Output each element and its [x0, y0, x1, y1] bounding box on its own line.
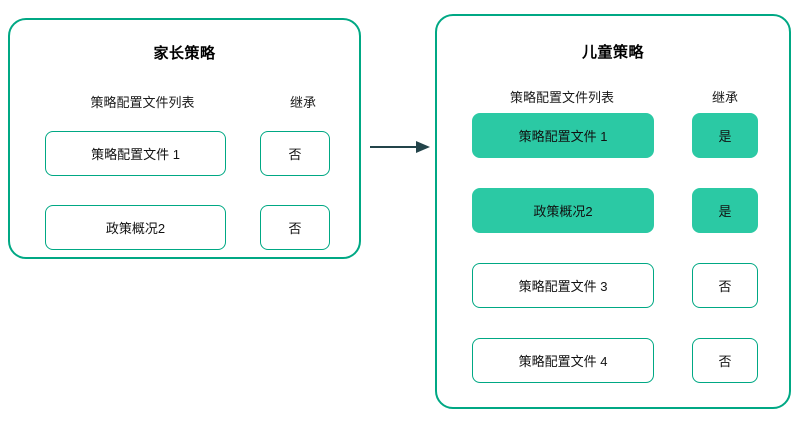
child-profile-chip-2[interactable]: 政策概况2 [472, 188, 654, 233]
parent-inherit-chip-2[interactable]: 否 [260, 205, 330, 250]
parent-policy-panel: 家长策略 策略配置文件列表 继承 策略配置文件 1 否 政策概况2 否 [8, 18, 361, 259]
child-column-header-inherit: 继承 [711, 90, 738, 105]
child-inherit-chip-2[interactable]: 是 [692, 188, 758, 233]
parent-column-header-profile-list: 策略配置文件列表 [90, 95, 195, 110]
parent-column-header-inherit: 继承 [289, 95, 316, 110]
table-row: 政策概况2 是 [437, 188, 789, 233]
child-policy-panel: 儿童策略 策略配置文件列表 继承 策略配置文件 1 是 政策概况2 是 策略配置… [435, 14, 791, 409]
table-row: 策略配置文件 1 是 [437, 113, 789, 158]
table-row: 策略配置文件 4 否 [437, 338, 789, 383]
child-profile-chip-4[interactable]: 策略配置文件 4 [472, 338, 654, 383]
parent-profile-chip-2[interactable]: 政策概况2 [45, 205, 226, 250]
child-profile-chip-3[interactable]: 策略配置文件 3 [472, 263, 654, 308]
parent-profile-chip-1[interactable]: 策略配置文件 1 [45, 131, 226, 176]
parent-panel-title: 家长策略 [153, 45, 216, 62]
child-column-header-profile-list: 策略配置文件列表 [509, 90, 614, 105]
table-row: 政策概况2 否 [10, 205, 359, 250]
parent-inherit-chip-1[interactable]: 否 [260, 131, 330, 176]
child-inherit-chip-4[interactable]: 否 [692, 338, 758, 383]
table-row: 策略配置文件 3 否 [437, 263, 789, 308]
table-row: 策略配置文件 1 否 [10, 131, 359, 176]
child-profile-chip-1[interactable]: 策略配置文件 1 [472, 113, 654, 158]
child-inherit-chip-1[interactable]: 是 [692, 113, 758, 158]
child-inherit-chip-3[interactable]: 否 [692, 263, 758, 308]
inheritance-arrow-icon [370, 141, 430, 153]
child-panel-title: 儿童策略 [581, 44, 644, 61]
